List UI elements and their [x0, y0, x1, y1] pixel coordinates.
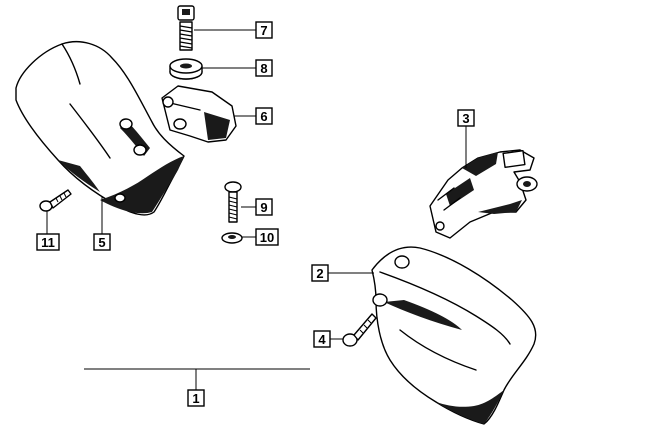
callout-8: 8 [255, 59, 273, 77]
callout-2-label: 2 [316, 266, 323, 281]
callout-9-label: 9 [260, 200, 267, 215]
hand-guard-right [371, 246, 537, 425]
callout-2: 2 [311, 264, 329, 282]
callout-6: 6 [255, 107, 273, 125]
hand-guard-left [15, 40, 185, 216]
callout-4: 4 [313, 330, 331, 348]
spacer-ring-8 [169, 58, 203, 80]
mounting-bracket-3 [429, 149, 538, 239]
callout-6-label: 6 [260, 109, 267, 124]
bracket-6 [161, 85, 237, 143]
callout-4-label: 4 [318, 332, 326, 347]
screw-7 [177, 5, 195, 51]
callout-3: 3 [457, 109, 475, 127]
screw-4 [342, 313, 377, 347]
callout-5-label: 5 [98, 235, 105, 250]
callout-1-label: 1 [192, 391, 199, 406]
screw-11 [39, 189, 72, 212]
nut-10 [221, 232, 243, 244]
callout-1: 1 [187, 389, 205, 407]
callout-10: 10 [255, 228, 279, 246]
callout-7-label: 7 [260, 23, 267, 38]
callout-10-label: 10 [260, 230, 274, 245]
leader-lines [46, 29, 467, 390]
callout-11: 11 [36, 233, 60, 251]
callout-8-label: 8 [260, 61, 267, 76]
callout-7: 7 [255, 21, 273, 39]
callout-9: 9 [255, 198, 273, 216]
callout-3-label: 3 [462, 111, 469, 126]
screw-9 [224, 181, 242, 223]
callout-11-label: 11 [41, 235, 55, 250]
callout-5: 5 [93, 233, 111, 251]
